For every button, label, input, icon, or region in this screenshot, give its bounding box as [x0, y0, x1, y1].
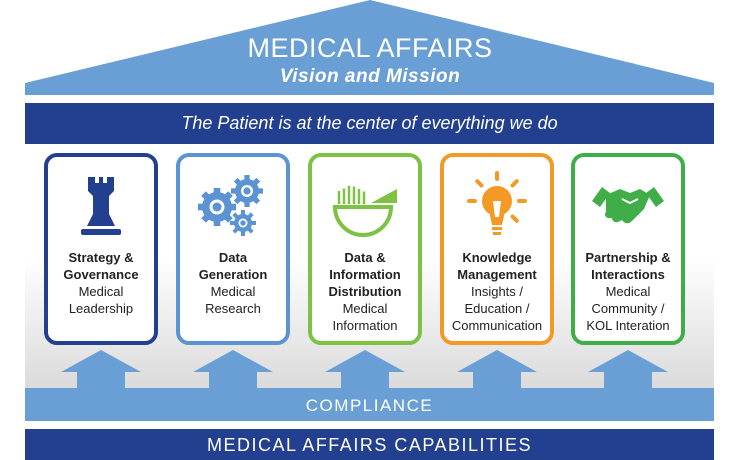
roof [25, 0, 714, 95]
pillar-description: Education / [464, 301, 530, 316]
roof-subtitle: Vision and Mission [279, 66, 461, 87]
up-arrow-icon [457, 350, 537, 390]
pillar-description: Medical [342, 301, 388, 316]
up-arrow-icon [588, 350, 668, 390]
pillar-title: Interactions [591, 267, 665, 282]
pillar-title: Governance [63, 267, 139, 282]
capabilities-band: MEDICAL AFFAIRS CAPABILITIES [25, 429, 714, 460]
pillar-description: Information [332, 318, 398, 333]
pie-chart-icon [325, 171, 405, 241]
up-arrow-icon [193, 350, 273, 390]
roof-title: MEDICAL AFFAIRS [247, 33, 493, 63]
pillar-description: Medical [210, 284, 256, 299]
handshake-icon [588, 171, 668, 241]
patient-banner: The Patient is at the center of everythi… [25, 103, 714, 144]
pillar-description: Medical [605, 284, 651, 299]
pillar-title: Knowledge [462, 250, 532, 265]
pillar-title: Strategy & [68, 250, 134, 265]
pillar-title: Management [457, 267, 537, 282]
pillar-title: Data [218, 250, 248, 265]
lightbulb-icon [457, 171, 537, 241]
gears-icon [193, 171, 273, 241]
arrows [61, 350, 668, 390]
chess-rook-icon [61, 171, 141, 241]
pillar-title: Information [329, 267, 401, 282]
pillar-title: Distribution [328, 284, 402, 299]
pillar-title: Data & [344, 250, 386, 265]
pillar-description: Medical [78, 284, 124, 299]
pillar-description: Insights / [470, 284, 524, 299]
pillar-description: Research [205, 301, 261, 316]
compliance-band: COMPLIANCE [25, 388, 714, 421]
pillar-title: Partnership & [585, 250, 671, 265]
pillar-description: KOL Interation [586, 318, 670, 333]
pillar-description: Communication [451, 318, 543, 333]
up-arrow-icon [61, 350, 141, 390]
pillar-title: Generation [198, 267, 268, 282]
pillar-description: Leadership [68, 301, 134, 316]
pillar-description: Community / [591, 301, 665, 316]
up-arrow-icon [325, 350, 405, 390]
